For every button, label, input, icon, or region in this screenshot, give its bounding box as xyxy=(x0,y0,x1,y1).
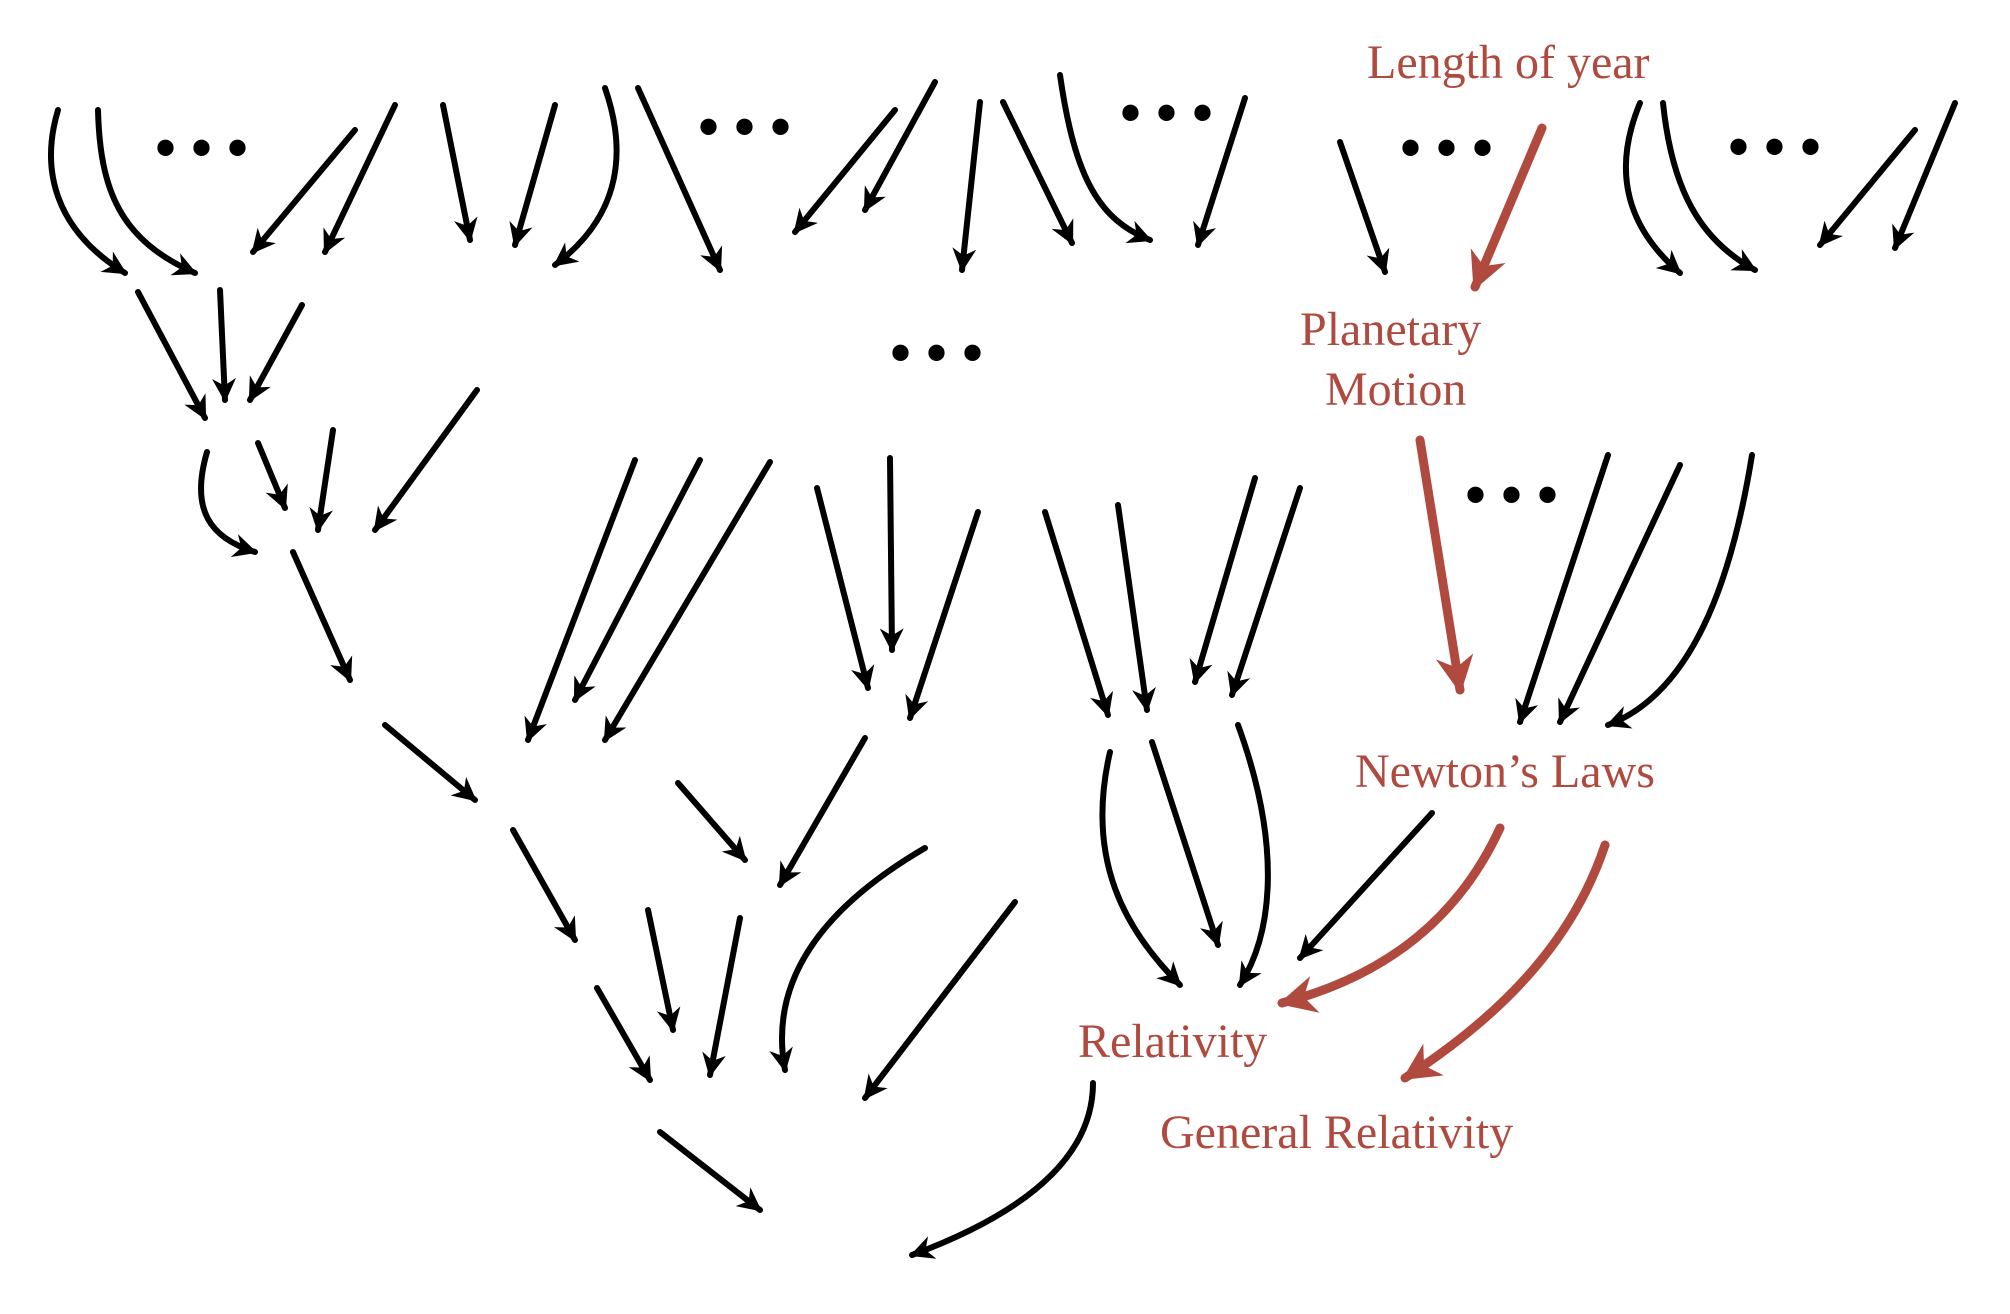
arrow xyxy=(440,102,478,243)
arrow xyxy=(1193,95,1248,248)
black-arrow-group xyxy=(48,72,1958,1259)
arrow xyxy=(250,127,358,255)
arrow-newtons-laws-to-relativity xyxy=(1277,823,1505,1013)
arrow xyxy=(1660,100,1758,273)
arrow xyxy=(1057,72,1153,244)
label-newtons-laws: Newton’s Laws xyxy=(1355,745,1655,798)
arrow xyxy=(1337,139,1390,275)
arrow xyxy=(572,457,703,703)
ellipsis: • • • xyxy=(1400,115,1493,181)
arrow xyxy=(814,485,875,691)
label-planetary-motion-line1: Planetary xyxy=(1300,303,1481,356)
arrow-planetary-motion-to-newtons-laws xyxy=(1415,435,1474,695)
arrow xyxy=(645,907,681,1033)
arrow xyxy=(255,440,288,511)
arrow xyxy=(247,302,305,403)
ellipsis: • • • xyxy=(1728,114,1821,180)
arrow xyxy=(1149,739,1223,948)
node-label-group: Length of year Planetary Motion Newton’s… xyxy=(1078,36,1655,1159)
arrow xyxy=(952,99,983,273)
arrow xyxy=(372,387,480,533)
arrow xyxy=(675,780,748,863)
arrow xyxy=(212,287,237,403)
arrow xyxy=(602,459,773,743)
arrow-length-of-year-to-planetary-motion xyxy=(1470,123,1547,292)
ellipsis: • • • xyxy=(1120,80,1213,146)
arrow xyxy=(1605,452,1755,729)
arrow xyxy=(382,722,478,803)
arrow xyxy=(524,457,638,743)
ellipsis: • • • xyxy=(155,115,248,181)
label-general-relativity: General Relativity xyxy=(1160,1106,1513,1159)
arrow xyxy=(1557,462,1683,725)
arrow xyxy=(510,827,578,943)
label-length-of-year: Length of year xyxy=(1367,36,1650,89)
arrow xyxy=(769,845,928,1073)
arrow xyxy=(1892,100,1958,251)
label-relativity: Relativity xyxy=(1078,1015,1267,1068)
arrow xyxy=(1235,722,1271,988)
arrow xyxy=(1297,810,1435,961)
arrow xyxy=(95,107,198,276)
ellipsis-group: • • • • • • • • • • • • • • • • • • • • … xyxy=(155,80,1821,528)
ellipsis: • • • xyxy=(890,320,983,386)
arrow xyxy=(594,985,653,1083)
arrow xyxy=(48,107,128,276)
arrow xyxy=(702,915,743,1078)
label-planetary-motion-line2: Motion xyxy=(1325,363,1466,416)
arrow xyxy=(1817,127,1918,248)
arrow xyxy=(1515,452,1611,725)
arrow xyxy=(909,1080,1096,1259)
arrow xyxy=(1000,99,1075,246)
arrow xyxy=(198,449,258,558)
arrow xyxy=(1189,475,1258,685)
arrow xyxy=(1622,100,1683,276)
arrow xyxy=(777,735,868,888)
arrow xyxy=(1099,749,1183,988)
arrow xyxy=(862,899,1018,1101)
arrow xyxy=(552,85,620,268)
arrow xyxy=(905,509,981,721)
arrow xyxy=(792,107,898,235)
arrow xyxy=(657,1129,763,1213)
arrow xyxy=(862,79,938,213)
arrow-newtons-laws-to-general-relativity xyxy=(1400,840,1610,1083)
arrow xyxy=(322,102,398,255)
highlighted-arrow-group xyxy=(1277,123,1610,1083)
arrow xyxy=(509,102,558,248)
arrow xyxy=(1115,502,1156,713)
arrow xyxy=(879,455,904,653)
arrow xyxy=(290,549,353,683)
arrow xyxy=(309,427,336,533)
arrow xyxy=(635,85,723,273)
arrow xyxy=(135,289,208,421)
arrow xyxy=(1042,509,1114,718)
ellipsis: • • • xyxy=(698,94,791,160)
ellipsis: • • • xyxy=(1465,462,1558,528)
arrow xyxy=(1227,485,1303,698)
